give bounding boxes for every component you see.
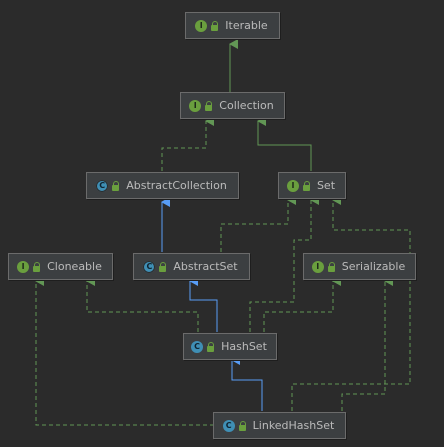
edge-linkedhashset-hashset bbox=[231, 355, 263, 411]
node-label: Collection bbox=[219, 99, 274, 112]
node-set[interactable]: I Set bbox=[278, 172, 346, 199]
edge-linkedhashset-set bbox=[291, 195, 411, 411]
node-collection[interactable]: I Collection bbox=[180, 92, 285, 119]
lock-icon bbox=[33, 261, 41, 272]
lock-icon bbox=[159, 261, 167, 272]
lock-icon bbox=[112, 180, 120, 191]
edge-hashset-serializable bbox=[263, 276, 341, 332]
node-label: Serializable bbox=[341, 260, 406, 273]
node-label: HashSet bbox=[221, 340, 267, 353]
interface-icon: I bbox=[195, 19, 208, 32]
lock-icon bbox=[327, 261, 336, 272]
edge-hashset-abstractset bbox=[189, 276, 218, 332]
interface-icon: I bbox=[189, 99, 202, 112]
node-label: AbstractCollection bbox=[126, 179, 227, 192]
abstract-class-icon: C bbox=[143, 260, 156, 273]
lock-icon bbox=[205, 100, 213, 111]
class-icon: C bbox=[222, 419, 235, 432]
interface-icon: I bbox=[286, 179, 299, 192]
node-label: Cloneable bbox=[47, 260, 102, 273]
edge-abstractcollection-collection bbox=[161, 116, 214, 171]
edge-hashset-cloneable bbox=[86, 276, 199, 332]
lock-icon bbox=[302, 180, 311, 191]
abstract-class-icon: C bbox=[96, 179, 109, 192]
node-iterable[interactable]: I Iterable bbox=[185, 12, 280, 39]
node-cloneable[interactable]: I Cloneable bbox=[8, 253, 113, 280]
node-abstract-set[interactable]: C AbstractSet bbox=[133, 253, 250, 280]
edge-hashset-set bbox=[249, 195, 319, 332]
node-label: AbstractSet bbox=[173, 260, 238, 273]
node-abstract-collection[interactable]: C AbstractCollection bbox=[86, 172, 239, 199]
edge-abstractset-set bbox=[220, 195, 296, 252]
edge-set-collection bbox=[257, 116, 312, 171]
node-hash-set[interactable]: C HashSet bbox=[183, 333, 277, 360]
interface-icon: I bbox=[311, 260, 324, 273]
class-icon: C bbox=[191, 340, 204, 353]
node-label: LinkedHashSet bbox=[252, 419, 335, 432]
edge-linkedhashset-serializable bbox=[341, 276, 393, 411]
node-label: Set bbox=[316, 179, 336, 192]
interface-icon: I bbox=[17, 260, 30, 273]
node-serializable[interactable]: I Serializable bbox=[303, 253, 416, 280]
lock-icon bbox=[207, 341, 215, 352]
node-label: Iterable bbox=[225, 19, 268, 32]
node-linked-hash-set[interactable]: C LinkedHashSet bbox=[213, 412, 346, 439]
lock-icon bbox=[211, 20, 219, 31]
edge-linkedhashset-cloneable bbox=[35, 276, 214, 426]
lock-icon bbox=[238, 420, 247, 431]
